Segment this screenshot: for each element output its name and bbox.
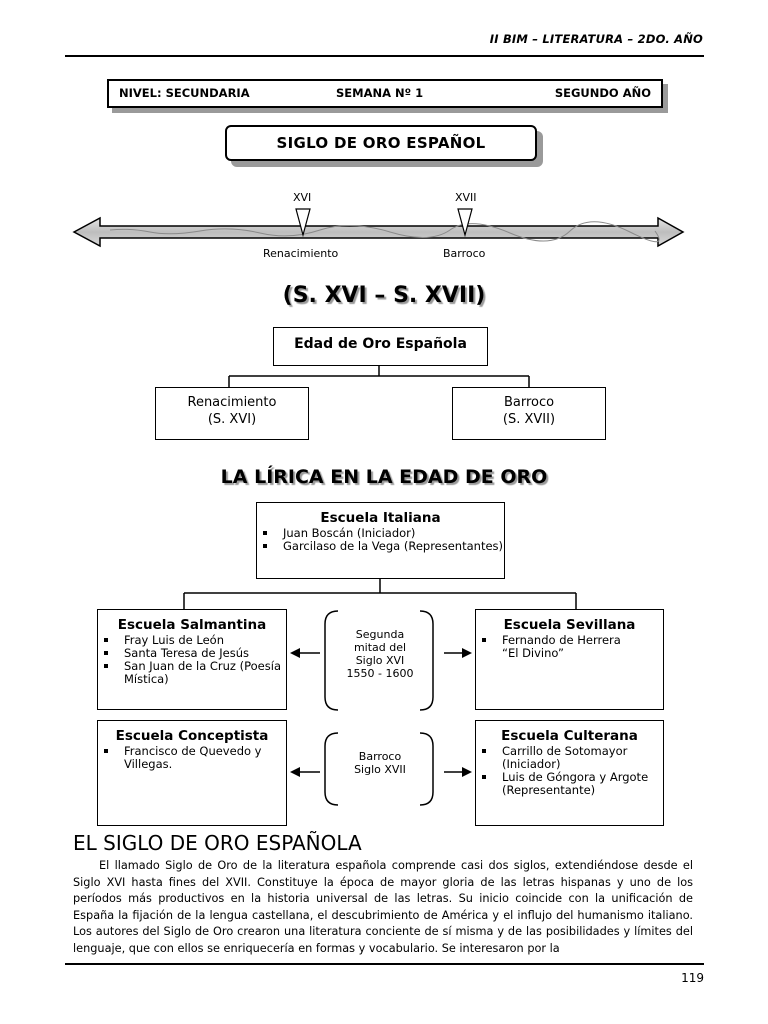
center-line: Siglo XVII (354, 763, 406, 776)
escuela-culterana-title: Escuela Culterana (501, 728, 638, 744)
body-paragraph: El llamado Siglo de Oro de la literatura… (73, 859, 693, 955)
escuela-italiana: Escuela Italiana Juan Boscán (Iniciador)… (256, 502, 505, 579)
list-item: Francisco de Quevedo y Villegas. (104, 745, 286, 771)
escuela-conceptista-title: Escuela Conceptista (115, 728, 269, 744)
footer-rule (65, 963, 704, 965)
page-title: SIGLO DE ORO ESPAÑOL (225, 125, 537, 161)
timeline-arrow (72, 208, 685, 248)
marker-xvii (457, 208, 473, 238)
center-segunda-mitad: Segunda mitad del Siglo XVI 1550 - 1600 (330, 628, 430, 680)
century-xvi: XVI (293, 191, 312, 204)
page-number: 119 (681, 971, 704, 985)
escuela-sevillana: Escuela Sevillana Fernando de Herrera “E… (475, 609, 664, 710)
nivel-label: NIVEL: SECUNDARIA (119, 86, 250, 100)
list-item: Garcilaso de la Vega (Representantes) (263, 539, 504, 553)
grado-label: SEGUNDO AÑO (554, 86, 651, 100)
section-heading: EL SIGLO DE ORO ESPAÑOLA (73, 831, 362, 855)
tree-renacimiento-period: (S. XVI) (207, 412, 257, 427)
center-line: Barroco (358, 750, 402, 763)
period-heading: (S. XVI – S. XVII) (282, 283, 486, 308)
list-item: Fray Luis de León (104, 634, 286, 647)
list-item: San Juan de la Cruz (Poesía Mística) (104, 660, 286, 686)
list-item: Santa Teresa de Jesús (104, 647, 286, 660)
escuela-culterana: Escuela Culterana Carrillo de Sotomayor … (475, 720, 664, 826)
escuela-salmantina: Escuela Salmantina Fray Luis de León San… (97, 609, 287, 710)
escuela-italiana-title: Escuela Italiana (320, 510, 441, 526)
center-line: 1550 - 1600 (346, 667, 414, 680)
tree-renacimiento: Renacimiento (S. XVI) (155, 387, 309, 440)
center-line: Siglo XVI (355, 654, 405, 667)
list-item: Juan Boscán (Iniciador) (263, 527, 504, 540)
escuela-sevillana-title: Escuela Sevillana (503, 617, 636, 633)
escuela-conceptista: Escuela Conceptista Francisco de Quevedo… (97, 720, 287, 826)
marker-xvi (295, 208, 311, 238)
center-line: mitad del (353, 641, 407, 654)
header-rule (65, 55, 704, 57)
tree-barroco: Barroco (S. XVII) (452, 387, 606, 440)
running-header: II BIM – LITERATURA – 2DO. AÑO (489, 32, 703, 46)
list-item: Fernando de Herrera “El Divino” (482, 634, 633, 660)
escuela-salmantina-title: Escuela Salmantina (117, 617, 267, 633)
lirica-heading: LA LÍRICA EN LA EDAD DE ORO (220, 466, 548, 488)
tree-root: Edad de Oro Española (273, 327, 488, 366)
century-xvii: XVII (455, 191, 477, 204)
info-bar: NIVEL: SECUNDARIA SEMANA Nº 1 SEGUNDO AÑ… (107, 79, 663, 108)
semana-label: SEMANA Nº 1 (336, 86, 424, 100)
tree-barroco-period: (S. XVII) (502, 412, 556, 427)
center-barroco: Barroco Siglo XVII (330, 750, 430, 776)
label-barroco: Barroco (443, 247, 486, 260)
list-item: Carrillo de Sotomayor (Iniciador) (482, 745, 653, 771)
list-item: Luis de Góngora y Argote (Representante) (482, 771, 653, 797)
label-renacimiento: Renacimiento (263, 247, 339, 260)
center-line: Segunda (355, 628, 405, 641)
tree-barroco-name: Barroco (503, 395, 555, 410)
tree-renacimiento-name: Renacimiento (187, 395, 277, 410)
